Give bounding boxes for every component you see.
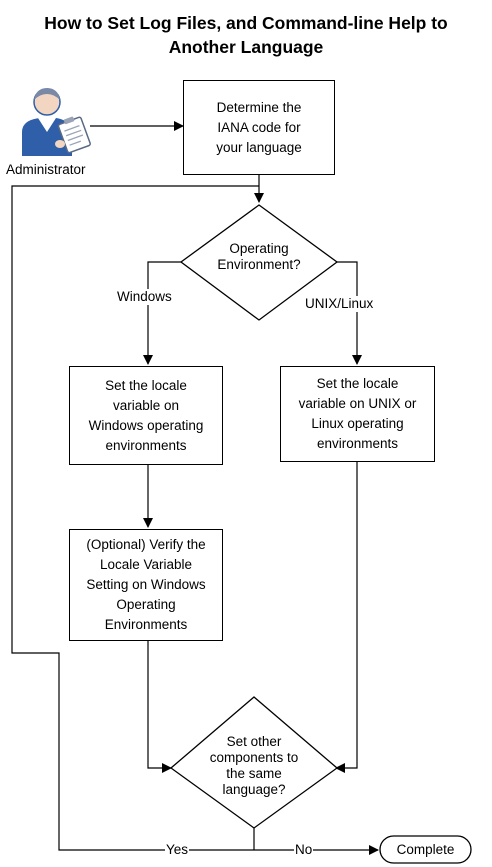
step-set-locale-unix: Set the locale variable on UNIX or Linux… bbox=[280, 366, 435, 462]
branch-label-yes: Yes bbox=[165, 842, 190, 858]
arrow-windows-branch bbox=[143, 261, 181, 365]
decision-operating-environment-text: Operating Environment? bbox=[217, 241, 301, 272]
step-set-locale-unix-text: Set the locale variable on UNIX or Linux… bbox=[298, 376, 417, 451]
arrow-unix-branch bbox=[337, 261, 362, 365]
branch-label-windows: Windows bbox=[116, 289, 173, 305]
step-verify-locale-windows: (Optional) Verify the Locale Variable Se… bbox=[69, 529, 223, 641]
terminal-complete bbox=[379, 835, 472, 864]
branch-label-unix-linux: UNIX/Linux bbox=[304, 296, 375, 312]
step-set-locale-windows-text: Set the locale variable on Windows opera… bbox=[88, 377, 204, 453]
decision-operating-environment bbox=[179, 204, 339, 321]
actor-label: Administrator bbox=[6, 162, 86, 177]
arrow-verify-to-decision bbox=[147, 641, 172, 773]
loop-back-line bbox=[11, 185, 259, 851]
decision-same-language bbox=[169, 696, 339, 829]
administrator-icon bbox=[22, 88, 91, 156]
arrow-unix-to-decision bbox=[335, 462, 358, 773]
step-determine-iana-code: Determine the IANA code for your languag… bbox=[183, 80, 335, 175]
step-determine-iana-code-text: Determine the IANA code for your languag… bbox=[216, 99, 302, 155]
decision-same-language-text: Set other components to the same languag… bbox=[209, 734, 299, 797]
diagram-title-line-1: How to Set Log Files, and Command-line H… bbox=[44, 13, 448, 33]
step-set-locale-windows: Set the locale variable on Windows opera… bbox=[69, 366, 223, 465]
diagram-title-line-2: Another Language bbox=[168, 37, 324, 57]
branch-label-no: No bbox=[294, 842, 314, 858]
terminal-complete-text: Complete bbox=[396, 842, 455, 857]
step-verify-locale-windows-text: (Optional) Verify the Locale Variable Se… bbox=[86, 537, 206, 632]
